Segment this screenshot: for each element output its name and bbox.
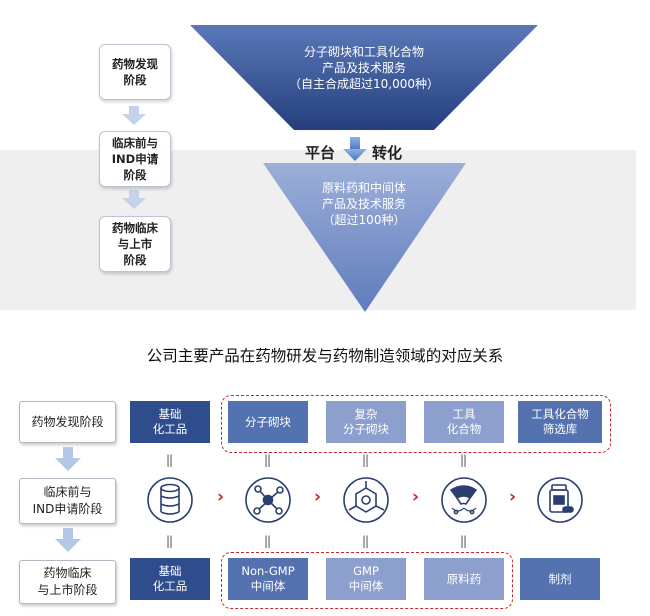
lower-triangle bbox=[263, 163, 466, 312]
equals-mark: || bbox=[264, 534, 271, 548]
equals-mark: || bbox=[460, 453, 467, 467]
tile-gmp-intermediate: GMP 中间体 bbox=[326, 558, 406, 600]
equals-mark: || bbox=[460, 534, 467, 548]
equals-mark: || bbox=[362, 453, 369, 467]
tile-formulation: 制剂 bbox=[520, 558, 600, 600]
tile-non-gmp-intermediate: Non-GMP 中间体 bbox=[228, 558, 308, 600]
chevron-right-icon: › bbox=[412, 487, 420, 507]
medicine-bottle-icon bbox=[537, 477, 583, 523]
stage-arrow-1 bbox=[122, 106, 146, 125]
top-stage-preclinical: 临床前与 IND申请 阶段 bbox=[99, 131, 171, 187]
stage-arrow-2 bbox=[122, 190, 146, 209]
transform-label: 转化 bbox=[372, 144, 403, 162]
top-stage-clinical: 药物临床 与上市 阶段 bbox=[99, 216, 171, 272]
funnel-graphic bbox=[122, 25, 538, 312]
equals-mark: || bbox=[166, 453, 173, 467]
database-icon bbox=[147, 477, 193, 523]
stage-down-arrow-2 bbox=[55, 528, 81, 552]
tile-api: 原料药 bbox=[424, 558, 504, 600]
upper-triangle bbox=[190, 25, 538, 130]
stage-clinical-market: 药物临床 与上市阶段 bbox=[19, 560, 116, 604]
tile-tool-compound-library: 工具化合物 筛选库 bbox=[518, 401, 602, 443]
row1-dashed-group bbox=[221, 395, 611, 453]
lower-triangle-text: 原料药和中间体 产品及技术服务 （超过100种） bbox=[321, 181, 406, 227]
chevron-right-icon: › bbox=[314, 487, 322, 507]
equals-mark: || bbox=[166, 534, 173, 548]
chevron-right-icon: › bbox=[217, 487, 225, 507]
equals-mark: || bbox=[362, 534, 369, 548]
tile-basic-chemicals-2: 基础 化工品 bbox=[130, 558, 210, 600]
center-down-arrow bbox=[343, 137, 367, 161]
stage-down-arrow-1 bbox=[55, 447, 81, 471]
molecule-network-icon bbox=[245, 477, 291, 523]
icon-row bbox=[147, 477, 583, 523]
upper-triangle-text: 分子砌块和工具化合物 产品及技术服务 （自主合成超过10,000种） bbox=[289, 45, 439, 91]
diagram-title: 公司主要产品在药物研发与药物制造领域的对应关系 bbox=[146, 347, 504, 365]
chemical-structure-icon bbox=[343, 477, 389, 523]
row3-dashed-group bbox=[221, 552, 513, 609]
tile-basic-chemicals-1: 基础 化工品 bbox=[130, 401, 210, 443]
equals-mark: || bbox=[264, 453, 271, 467]
tile-tool-compounds: 工具 化合物 bbox=[424, 401, 504, 443]
stage-preclinical-ind: 临床前与 IND申请阶段 bbox=[19, 478, 116, 524]
stage-drug-discovery: 药物发现阶段 bbox=[19, 401, 116, 443]
tile-complex-building-blocks: 复杂 分子砌块 bbox=[326, 401, 406, 443]
chevron-right-icon: › bbox=[509, 487, 517, 507]
platform-label: 平台 bbox=[305, 144, 336, 162]
capsule-icon bbox=[441, 477, 487, 523]
tile-building-blocks: 分子砌块 bbox=[228, 401, 308, 443]
top-stage-discovery: 药物发现 阶段 bbox=[99, 44, 171, 100]
